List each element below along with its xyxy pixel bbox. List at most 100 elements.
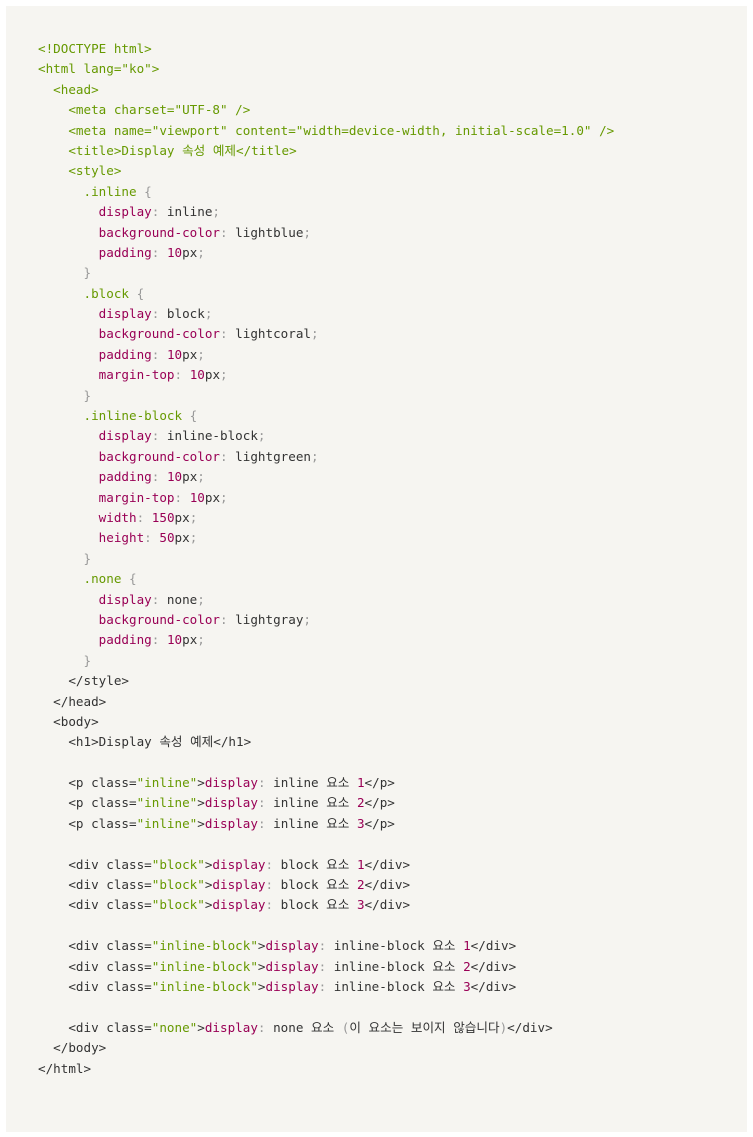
code-token: display (98, 428, 152, 444)
code-token: px (182, 632, 198, 648)
code-line: <div class="inline-block">display: inlin… (38, 957, 747, 977)
code-token: ; (303, 611, 312, 627)
code-token: Display 속성 예제 (121, 142, 237, 158)
code-token: inline-block (159, 428, 258, 444)
code-line: <body> (38, 712, 747, 732)
code-token: 3 (356, 897, 365, 913)
code-token: "none" (151, 1019, 198, 1035)
code-token: : (144, 530, 152, 546)
code-token (38, 877, 68, 892)
code-token: } (83, 652, 92, 668)
code-token (159, 245, 167, 260)
code-token: 2 (356, 877, 365, 893)
code-token: display (265, 958, 319, 974)
code-token: ; (311, 326, 319, 342)
code-token: : (151, 469, 160, 485)
code-token: ; (197, 591, 205, 607)
code-token: { (121, 571, 137, 587)
code-token: background-color (98, 611, 220, 627)
code-token (38, 1040, 53, 1055)
code-token: ; (189, 530, 198, 546)
code-token: : (151, 591, 160, 607)
code-token: .inline (83, 183, 137, 199)
code-token (38, 449, 99, 464)
code-token: : (257, 795, 266, 811)
code-line: } (38, 651, 747, 671)
code-token: : (318, 978, 327, 994)
code-line: padding: 10px; (38, 467, 747, 487)
code-token: lightblue (227, 224, 304, 240)
code-token (38, 102, 68, 117)
code-line: <div class="inline-block">display: inlin… (38, 977, 747, 997)
code-token (38, 571, 84, 586)
code-token: "inline" (136, 815, 198, 831)
code-token: > (204, 877, 213, 893)
code-token: "block" (151, 877, 205, 893)
code-token: display (212, 856, 266, 872)
code-token: ; (212, 204, 221, 220)
code-token: <div class= (68, 938, 152, 954)
code-token: : (151, 306, 160, 322)
code-token (38, 245, 99, 260)
code-token: .none (83, 571, 122, 587)
code-token: <div class= (68, 877, 152, 893)
code-line: display: block; (38, 304, 747, 324)
code-token: 10 (189, 489, 205, 505)
code-token: display (98, 204, 152, 220)
code-token: <meta charset="UTF-8" /> (68, 102, 251, 118)
code-token (38, 428, 99, 443)
code-line: .inline-block { (38, 406, 747, 426)
code-token: : (220, 224, 228, 240)
code-token (38, 551, 84, 566)
code-token: > (257, 938, 266, 954)
code-token: : (318, 958, 327, 974)
code-token (38, 123, 68, 138)
code-token: ; (311, 448, 319, 464)
code-line: } (38, 386, 747, 406)
code-token (38, 204, 99, 219)
code-token: : (151, 428, 160, 444)
code-token: { (129, 285, 145, 301)
code-line: padding: 10px; (38, 630, 747, 650)
code-token: ; (197, 346, 205, 362)
code-token: inline-block 요소 (326, 938, 464, 954)
code-token: <div class= (68, 978, 152, 994)
code-line: margin-top: 10px; (38, 488, 747, 508)
code-token: <div class= (68, 897, 152, 913)
code-token: display (98, 306, 152, 322)
code-token: <div class= (68, 1019, 152, 1035)
code-line (38, 997, 747, 1017)
code-token (38, 286, 84, 301)
code-line: height: 50px; (38, 528, 747, 548)
code-token: </div> (470, 958, 517, 974)
code-line: <head> (38, 80, 747, 100)
code-token: 10 (166, 632, 183, 648)
code-token (38, 143, 68, 158)
code-line: background-color: lightcoral; (38, 324, 747, 344)
code-token: ; (204, 306, 213, 322)
code-token: 1 (356, 856, 365, 872)
code-token: <body> (53, 713, 99, 729)
code-token: </title> (236, 142, 297, 158)
code-token: > (257, 958, 266, 974)
code-token: > (197, 775, 205, 791)
code-token: none (159, 591, 198, 607)
code-token (38, 1020, 68, 1035)
code-line: display: none; (38, 590, 747, 610)
code-token (38, 530, 99, 545)
code-block: <!DOCTYPE html><html lang="ko"> <head> <… (6, 6, 747, 1132)
code-token: .block (83, 285, 130, 301)
code-token: <p class= (68, 795, 137, 811)
code-token: ; (257, 428, 266, 444)
code-token: ; (220, 489, 228, 505)
code-token: 150 (151, 509, 175, 525)
code-token: : (257, 1019, 266, 1035)
code-token: none 요소 (265, 1019, 342, 1035)
code-token (159, 469, 167, 484)
code-line: .none { (38, 569, 747, 589)
code-line: } (38, 263, 747, 283)
code-token: margin-top (98, 489, 175, 505)
code-token: display (204, 775, 258, 791)
code-token (38, 82, 53, 97)
code-token: display (212, 877, 266, 893)
